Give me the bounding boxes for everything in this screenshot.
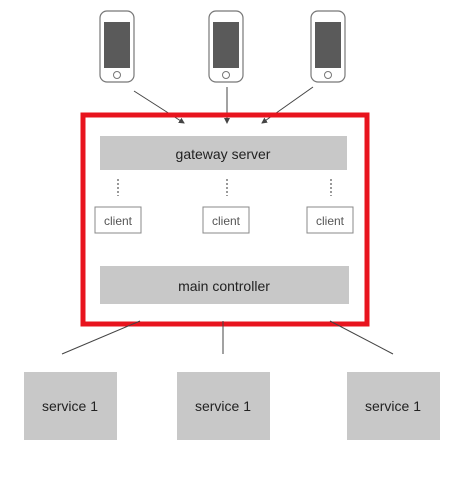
gateway-server-label: gateway server — [176, 146, 271, 162]
client-label: client — [316, 214, 345, 228]
service-label: service 1 — [42, 398, 98, 414]
gateway-server-box — [100, 136, 347, 170]
phone-to-gateway-arrow — [133, 90, 185, 124]
client-label: client — [212, 214, 241, 228]
service-box — [24, 372, 117, 440]
smartphone-icon — [99, 10, 135, 83]
client-box — [202, 206, 250, 234]
service-label: service 1 — [365, 398, 421, 414]
main-controller-label: main controller — [178, 278, 270, 294]
controller-to-service-line — [61, 320, 141, 355]
service-box — [347, 372, 440, 440]
main-controller-box — [100, 266, 349, 304]
service-box — [177, 372, 270, 440]
smartphone-icon — [208, 10, 244, 83]
client-box — [94, 206, 142, 234]
client-label: client — [104, 214, 133, 228]
phone-to-gateway-arrow — [261, 86, 314, 124]
client-box — [306, 206, 354, 234]
controller-to-service-line — [329, 320, 394, 355]
service-label: service 1 — [195, 398, 251, 414]
smartphone-icon — [310, 10, 346, 83]
system-boundary-frame — [80, 112, 370, 327]
